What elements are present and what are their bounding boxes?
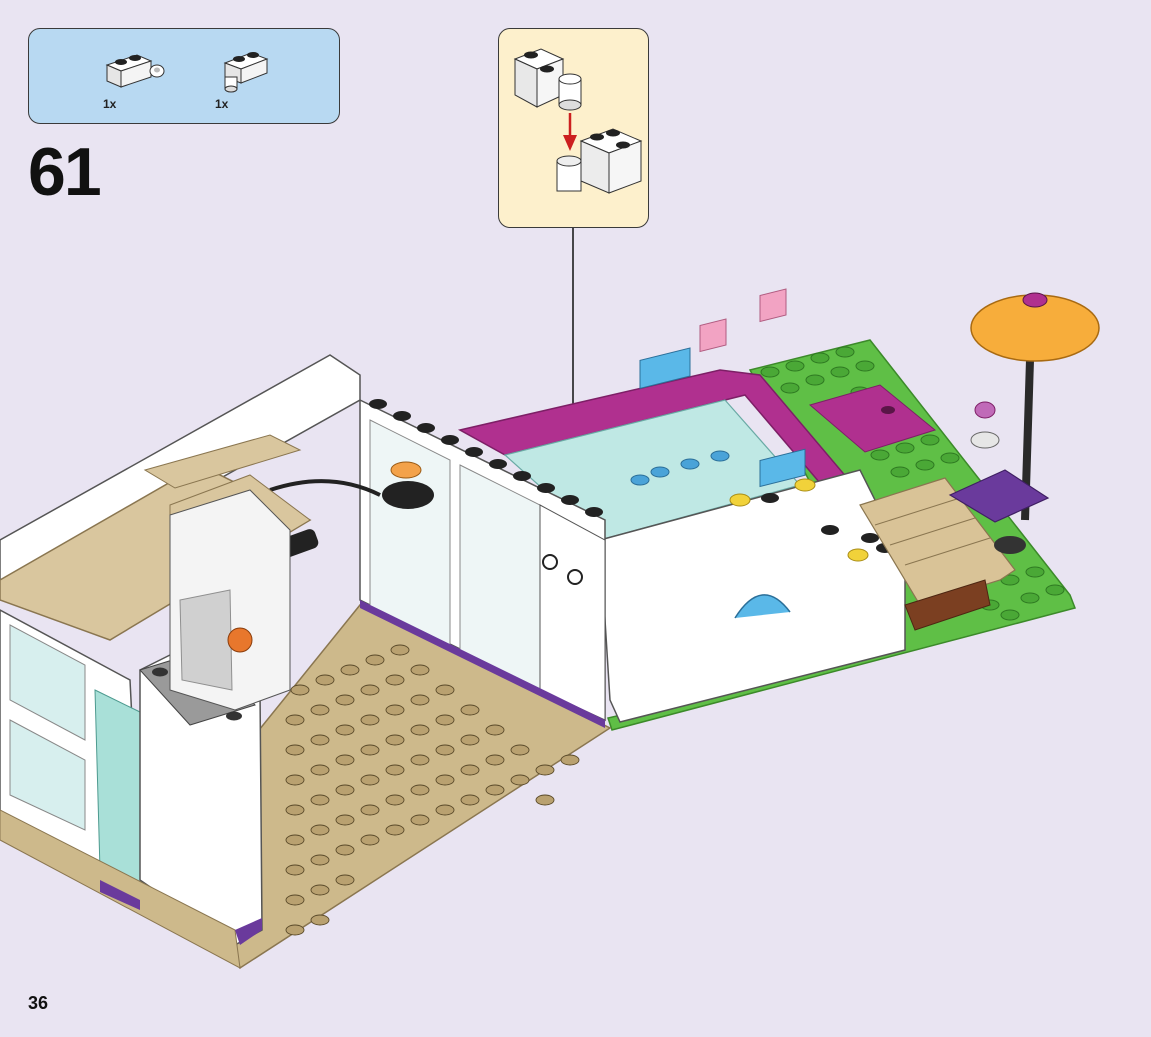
glass-door: [95, 690, 145, 890]
pink-tile: [760, 289, 786, 321]
round-light-icon: [568, 570, 582, 584]
wall-column: [540, 505, 605, 720]
pink-flower: [975, 402, 995, 418]
glass-goblet: [971, 432, 999, 448]
round-light-icon: [543, 555, 557, 569]
shower-glass: [180, 590, 232, 690]
shower-head: [391, 462, 421, 478]
shower-base: [382, 481, 434, 509]
umbrella-flower: [1023, 293, 1047, 307]
page-number: 36: [28, 993, 48, 1014]
pink-tile: [700, 319, 726, 351]
lamp-base: [994, 536, 1026, 554]
orange-flower: [228, 628, 252, 652]
